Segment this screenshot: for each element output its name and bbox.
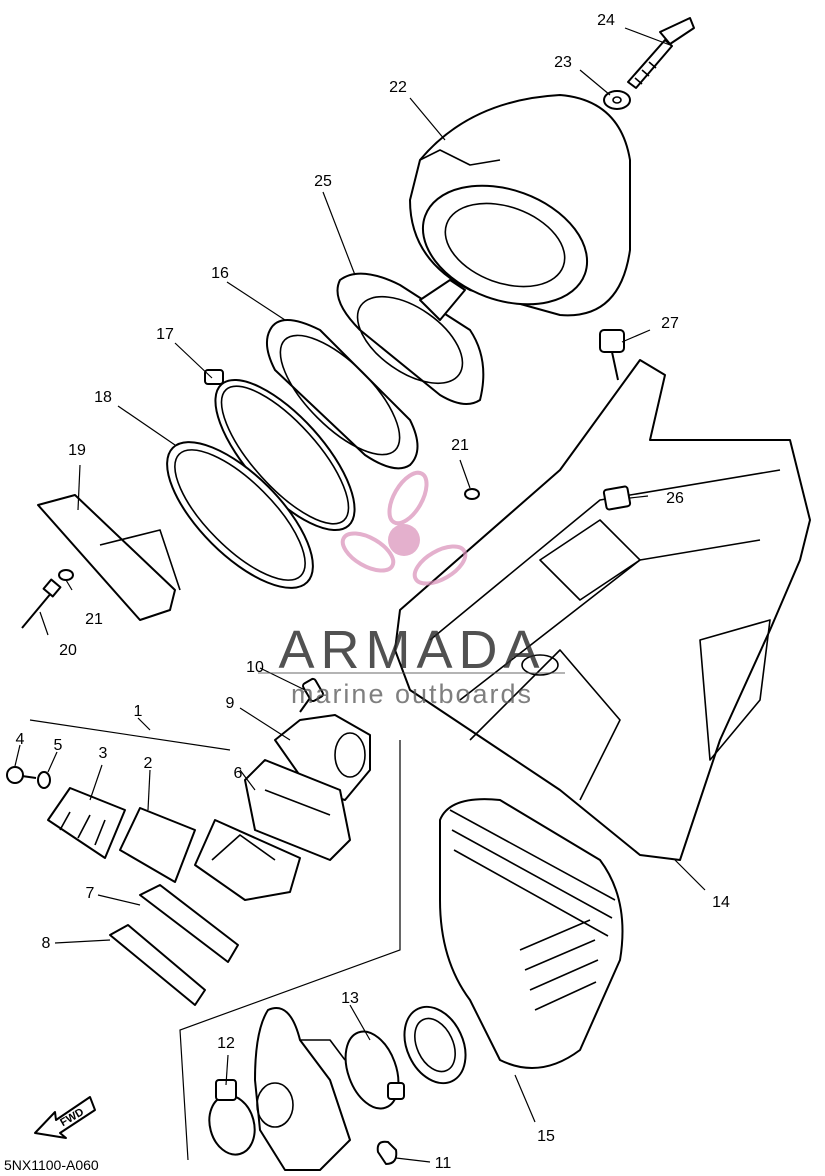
part-19-plate[interactable] (37, 494, 181, 621)
part-14-air-filter-case[interactable] (394, 359, 811, 861)
watermark-brand: ARMADA (278, 620, 545, 680)
fwd-arrow-icon: FWD (34, 1096, 96, 1139)
callout-18: 18 (94, 389, 112, 406)
callout-24: 24 (597, 12, 615, 29)
callout-1: 1 (134, 703, 143, 720)
callout-6: 6 (234, 765, 243, 782)
callout-25: 25 (314, 173, 332, 190)
watermark: ARMADA marine outboards (258, 470, 565, 709)
part-24-wing-bolt[interactable] (627, 17, 695, 89)
part-2-reed-petal[interactable] (119, 807, 196, 883)
part-22-air-filter[interactable] (406, 94, 631, 326)
callout-3: 3 (99, 745, 108, 762)
part-5-washer[interactable] (37, 771, 51, 789)
part-15-air-duct[interactable] (393, 798, 624, 1093)
callout-4: 4 (16, 731, 25, 748)
callout-2: 2 (144, 755, 153, 772)
callout-21-right: 21 (451, 437, 469, 454)
part-8-gasket[interactable] (109, 924, 206, 1006)
part-20-screw[interactable] (21, 578, 62, 629)
part-21-washer-right[interactable] (464, 488, 480, 500)
watermark-tagline: marine outboards (291, 679, 533, 709)
carburetor (254, 1007, 351, 1171)
callout-17: 17 (156, 326, 174, 343)
part-1-reed-valve-body[interactable] (194, 819, 301, 901)
callout-9: 9 (226, 695, 235, 712)
callout-8: 8 (42, 935, 51, 952)
part-25-filter-guide[interactable] (336, 272, 485, 405)
callout-12: 12 (217, 1035, 235, 1052)
part-13-clamp[interactable] (336, 1024, 408, 1116)
part-27-bolt[interactable] (599, 329, 625, 381)
callout-14: 14 (712, 894, 730, 911)
leader-lines (14, 27, 706, 1163)
callout-27: 27 (661, 315, 679, 332)
part-16-joint[interactable] (262, 317, 419, 473)
part-12-clamp[interactable] (203, 1079, 261, 1160)
part-3-reed-plate[interactable] (47, 787, 126, 859)
callout-15: 15 (537, 1128, 555, 1145)
part-18-seal[interactable] (145, 420, 336, 611)
callout-21-left: 21 (85, 611, 103, 628)
callout-5: 5 (54, 737, 63, 754)
part-23-washer[interactable] (603, 90, 631, 110)
callout-7: 7 (86, 885, 95, 902)
part-11-clip[interactable] (376, 1140, 398, 1165)
callout-23: 23 (554, 54, 572, 71)
propeller-logo-icon (340, 470, 468, 586)
part-7-gasket[interactable] (139, 884, 239, 963)
part-26-nut[interactable] (602, 485, 632, 511)
callout-20: 20 (59, 642, 77, 659)
part-6-reed-valve[interactable] (244, 759, 351, 861)
callout-16: 16 (211, 265, 229, 282)
part-4-screw[interactable] (6, 766, 37, 784)
callout-19: 19 (68, 442, 86, 459)
callout-11: 11 (435, 1155, 452, 1172)
callout-labels: 1 2 3 4 5 6 7 8 9 10 11 12 13 14 15 16 1… (16, 12, 730, 1172)
callout-13: 13 (341, 990, 359, 1007)
callout-26: 26 (666, 490, 684, 507)
diagram-code: 5NX1100-A060 (4, 1157, 99, 1173)
part-10-bolt[interactable] (299, 677, 324, 713)
callout-10: 10 (246, 659, 264, 676)
part-21-washer-left[interactable] (58, 569, 74, 581)
callout-22: 22 (389, 79, 407, 96)
